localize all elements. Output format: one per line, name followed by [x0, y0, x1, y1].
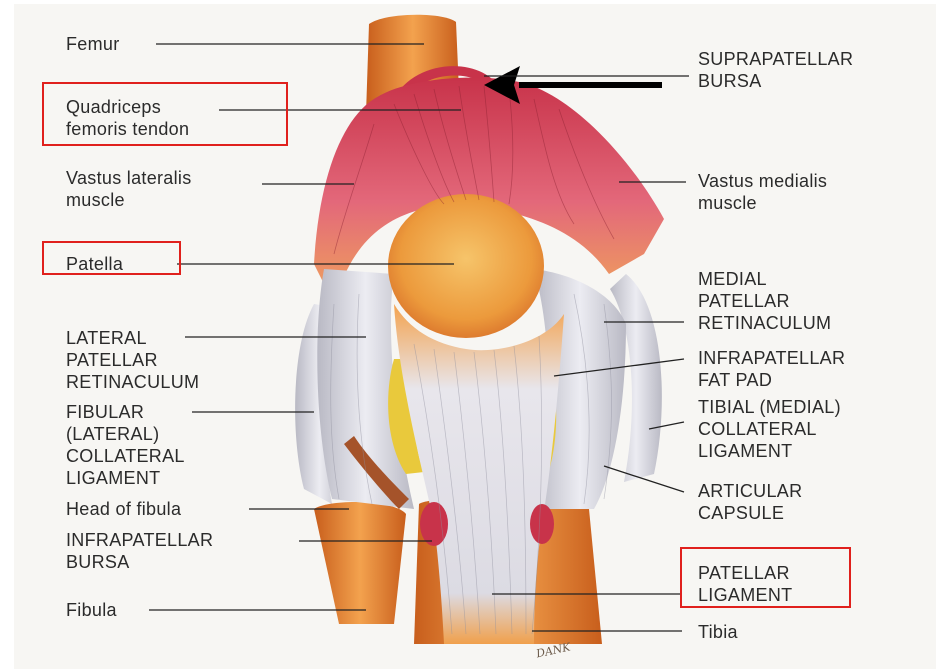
fibula-shaft: [314, 502, 406, 624]
label-infrapatellar-fat-pad: INFRAPATELLAR FAT PAD: [698, 347, 845, 391]
label-vastus-medialis: Vastus medialis muscle: [698, 170, 827, 214]
label-tibial-collateral-ligament: TIBIAL (MEDIAL) COLLATERAL LIGAMENT: [698, 396, 841, 462]
highlight-box-quadriceps: [42, 82, 288, 146]
label-lateral-patellar-retinaculum: LATERAL PATELLAR RETINACULUM: [66, 327, 199, 393]
label-suprapatellar-bursa: SUPRAPATELLAR BURSA: [698, 48, 853, 92]
label-medial-patellar-retinaculum: MEDIAL PATELLAR RETINACULUM: [698, 268, 831, 334]
patella-shape: [388, 194, 544, 338]
highlight-box-patellar-ligament: [680, 547, 851, 608]
highlight-box-patella: [42, 241, 181, 275]
infrapatellar-bursa-shape: [420, 502, 448, 546]
label-tibia: Tibia: [698, 621, 738, 643]
label-infrapatellar-bursa: INFRAPATELLAR BURSA: [66, 529, 213, 573]
label-fibula: Fibula: [66, 599, 117, 621]
label-articular-capsule: ARTICULAR CAPSULE: [698, 480, 802, 524]
label-vastus-lateralis: Vastus lateralis muscle: [66, 167, 192, 211]
diagram-canvas: Femur Quadriceps femoris tendon Vastus l…: [14, 4, 936, 669]
suprapatellar-arrow: [484, 66, 662, 104]
label-head-of-fibula: Head of fibula: [66, 498, 181, 520]
label-femur: Femur: [66, 33, 120, 55]
infrapatellar-bursa-medial: [530, 504, 554, 544]
label-fibular-collateral-ligament: FIBULAR (LATERAL) COLLATERAL LIGAMENT: [66, 401, 185, 489]
